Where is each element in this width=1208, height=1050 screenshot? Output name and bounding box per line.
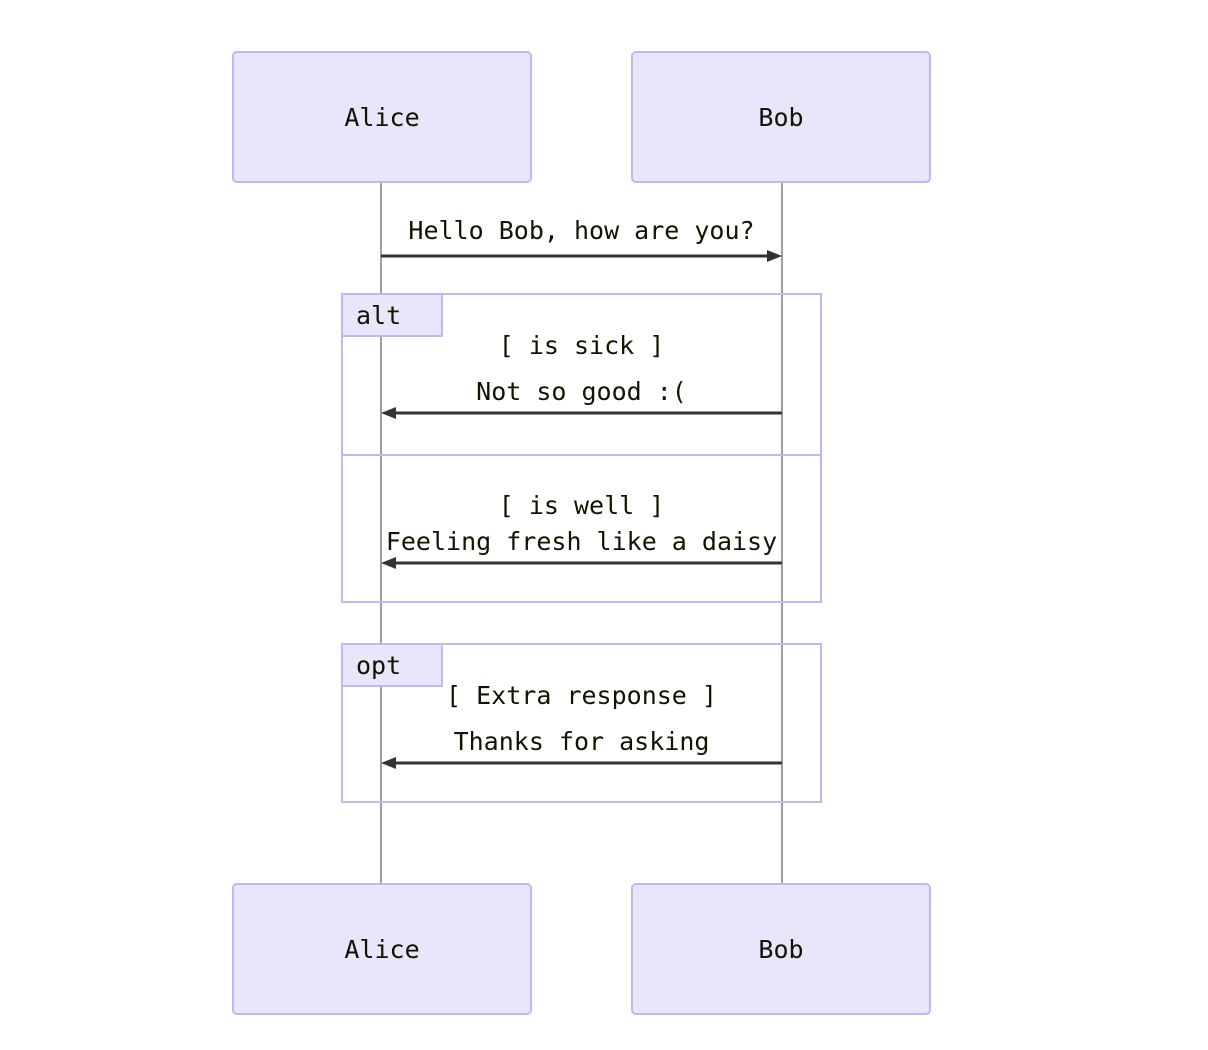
alt-fragment-tag: alt bbox=[343, 295, 443, 337]
actor-box-alice-bottom[interactable]: Alice bbox=[232, 883, 532, 1015]
actor-label-alice: Alice bbox=[344, 934, 420, 964]
alt-fragment-condition: [ is sick ] bbox=[498, 331, 665, 360]
message-label-m2: Not so good :( bbox=[476, 377, 687, 406]
opt-fragment-condition: [ Extra response ] bbox=[446, 681, 717, 710]
opt-fragment-tag-label: opt bbox=[356, 650, 402, 680]
lifeline-bob bbox=[781, 183, 783, 883]
actor-box-alice-top[interactable]: Alice bbox=[232, 51, 532, 183]
opt-fragment bbox=[341, 643, 822, 803]
message-label-m1: Hello Bob, how are you? bbox=[408, 216, 755, 245]
actor-label-alice: Alice bbox=[344, 102, 420, 132]
opt-fragment-tag: opt bbox=[343, 645, 443, 687]
alt-fragment-tag-label: alt bbox=[356, 300, 402, 330]
alt-fragment bbox=[341, 293, 822, 603]
message-label-m4: Thanks for asking bbox=[453, 727, 710, 756]
message-label-m3: Feeling fresh like a daisy bbox=[385, 527, 778, 556]
lifeline-alice bbox=[380, 183, 382, 883]
actor-box-bob-top[interactable]: Bob bbox=[631, 51, 931, 183]
alt-fragment-condition: [ is well ] bbox=[498, 491, 665, 520]
actor-label-bob: Bob bbox=[758, 102, 804, 132]
actor-box-bob-bottom[interactable]: Bob bbox=[631, 883, 931, 1015]
message-arrow-m3 bbox=[381, 557, 782, 569]
actor-label-bob: Bob bbox=[758, 934, 804, 964]
message-arrow-m1 bbox=[381, 250, 782, 262]
message-arrow-m2 bbox=[381, 407, 782, 419]
alt-fragment-branch-divider bbox=[341, 454, 822, 456]
message-arrow-m4 bbox=[381, 757, 782, 769]
